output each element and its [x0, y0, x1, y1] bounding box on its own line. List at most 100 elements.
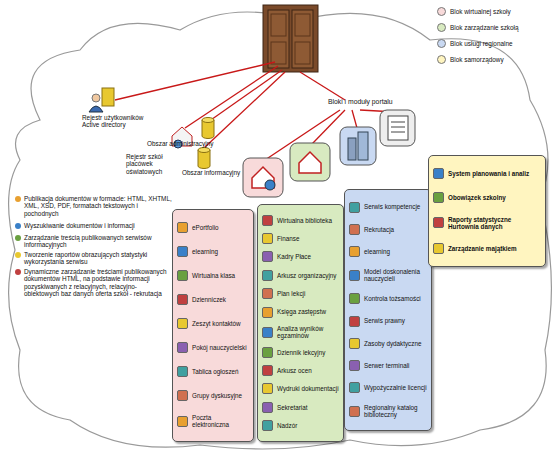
module-item: Serwis prawny: [349, 316, 427, 327]
module-name: Plan lekcji: [277, 290, 305, 297]
legend-text: Blok usługi regionalne: [450, 40, 513, 47]
module-name: Wirtualna biblioteka: [277, 217, 332, 224]
module-name: ePortfolio: [192, 224, 219, 231]
module-icon: [349, 406, 360, 417]
module-name: Zarządzanie majątkiem: [448, 245, 517, 252]
module-icon: [177, 342, 188, 353]
legend-text: Blok samorządowy: [450, 56, 504, 63]
legend-swatch: [437, 55, 446, 64]
module-name: Arkusz organizacyjny: [277, 272, 337, 279]
legend-swatch: [437, 7, 446, 16]
module-icon: [349, 202, 360, 213]
module-icon: [262, 383, 273, 394]
module-item: Dzienniczek: [177, 294, 249, 305]
module-block: Wirtualna bibliotekaFinanseKadry PłaceAr…: [257, 204, 344, 442]
bullet-icons: [15, 196, 21, 275]
cloud-outline: [9, 12, 552, 449]
module-item: Raporty statystyczne Hurtownia danych: [433, 216, 541, 230]
module-item: Obowiązek szkolny: [433, 192, 541, 203]
user-registry-icon: [89, 88, 114, 112]
module-icon: [349, 382, 360, 393]
module-item: elearning: [349, 246, 427, 257]
area-label: Obszar administracyjny: [147, 140, 222, 147]
module-item: Plan lekcji: [262, 288, 339, 299]
module-name: Model doskonalenia nauczycieli: [364, 268, 427, 282]
module-item: Pokój nauczycielski: [177, 342, 249, 353]
legend-text: Blok wirtualnej szkoły: [450, 8, 511, 15]
module-name: System planowania i analiz: [448, 170, 529, 177]
module-item: Tablica ogłoszeń: [177, 366, 249, 377]
connector-lines: [115, 62, 396, 160]
module-icon: [349, 293, 360, 304]
module-item: Analiza wyników egzaminów: [262, 325, 339, 339]
area-label: Obszar informacyjny: [182, 169, 257, 176]
module-icon: [349, 360, 360, 371]
module-item: Grupy dyskusyjne: [177, 390, 249, 401]
module-icon: [177, 222, 188, 233]
module-icons: [243, 110, 415, 197]
module-item: Dziennik lekcyjny: [262, 347, 339, 358]
module-icon: [349, 246, 360, 257]
module-item: System planowania i analiz: [433, 168, 541, 179]
module-name: Wydruki dokumentacji: [277, 385, 339, 392]
module-name: Finanse: [277, 235, 299, 242]
module-icon: [262, 327, 273, 338]
feature-note: Dynamiczne zarządzanie treściami publiko…: [24, 268, 172, 298]
module-name: Regionalny katalog biblioteczny: [364, 404, 427, 418]
module-name: elearning: [192, 248, 218, 255]
module-icon: [262, 288, 273, 299]
module-icon: [177, 366, 188, 377]
module-name: Dziennik lekcyjny: [277, 349, 325, 356]
module-icon: [433, 192, 444, 203]
module-icon: [262, 233, 273, 244]
module-name: elearning: [364, 248, 390, 255]
module-name: Arkusz ocen: [277, 367, 312, 374]
module-icon: [349, 316, 360, 327]
module-icon: [349, 338, 360, 349]
module-icon: [177, 270, 188, 281]
module-icon: [262, 215, 273, 226]
module-icon: [177, 416, 188, 427]
module-item: ePortfolio: [177, 222, 249, 233]
module-icon: [433, 168, 444, 179]
module-name: Serwer terminali: [364, 362, 410, 369]
module-item: Zasoby dydaktyczne: [349, 338, 427, 349]
module-name: Rekrutacja: [364, 226, 394, 233]
module-name: Pokój nauczycielski: [192, 344, 247, 351]
module-item: Rekrutacja: [349, 224, 427, 235]
module-block: System planowania i analizObowiązek szko…: [428, 155, 546, 267]
legend-swatch: [437, 23, 446, 32]
module-name: Księga zastępstw: [277, 308, 326, 315]
module-icon: [349, 224, 360, 235]
legend-swatch: [437, 39, 446, 48]
module-item: Arkusz organizacyjny: [262, 270, 339, 281]
module-item: Wirtualna klasa: [177, 270, 249, 281]
module-name: Zasoby dydaktyczne: [364, 340, 421, 347]
module-icon: [433, 217, 444, 228]
module-item: Model doskonalenia nauczycieli: [349, 268, 427, 282]
module-name: Wypożyczalnie licencji: [364, 384, 427, 391]
module-name: Zeszyt kontaktów: [192, 320, 241, 327]
module-item: Wirtualna biblioteka: [262, 215, 339, 226]
module-name: Wirtualna klasa: [192, 272, 235, 279]
module-icon: [177, 390, 188, 401]
module-name: Serwis kompetencje: [364, 203, 420, 210]
module-item: Sekretariat: [262, 402, 339, 413]
module-name: Poczta elektroniczna: [192, 414, 249, 428]
module-item: elearning: [177, 246, 249, 257]
module-item: Serwer terminali: [349, 360, 427, 371]
feature-note: Tworzenie raportów obrazujących statysty…: [24, 251, 172, 266]
module-item: Kontrola tożsamości: [349, 293, 427, 304]
legend-text: Blok zarządzanie szkołą: [450, 24, 519, 31]
module-icon: [177, 318, 188, 329]
feature-note: Zarządzanie treścią publikowanych serwis…: [24, 234, 172, 249]
module-item: Regionalny katalog biblioteczny: [349, 404, 427, 418]
module-item: Wypożyczalnie licencji: [349, 382, 427, 393]
module-name: Obowiązek szkolny: [448, 194, 506, 201]
door-icon: [263, 5, 318, 72]
module-icon: [433, 243, 444, 254]
module-name: Kontrola tożsamości: [364, 295, 421, 302]
feature-note: Wyszukiwanie dokumentów i informacji: [24, 222, 172, 229]
module-icon: [262, 270, 273, 281]
module-block: Serwis kompetencjeRekrutacja elearningMod…: [344, 189, 432, 431]
